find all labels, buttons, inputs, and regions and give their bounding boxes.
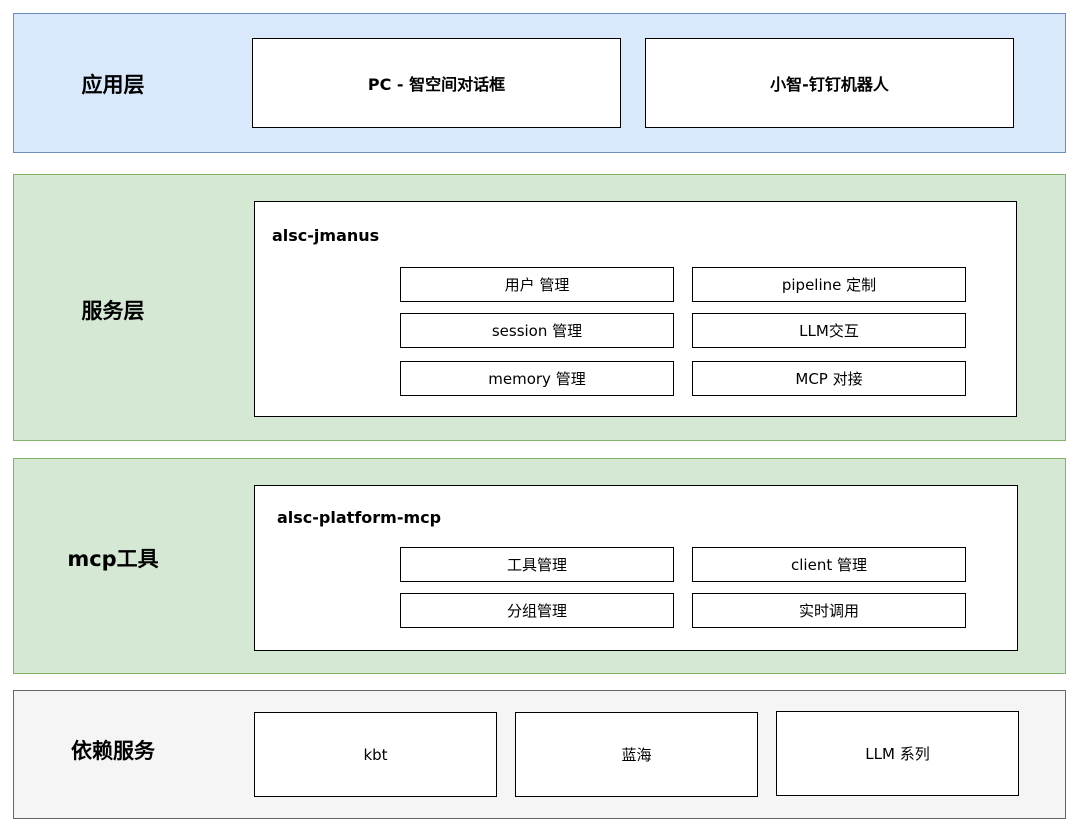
dependency-layer: 依赖服务 kbt 蓝海 LLM 系列	[13, 690, 1066, 819]
module-tool-management: 工具管理	[400, 547, 674, 582]
module-llm-interaction: LLM交互	[692, 313, 966, 348]
jmanus-container-title: alsc-jmanus	[272, 226, 380, 245]
module-pipeline-custom: pipeline 定制	[692, 267, 966, 302]
service-layer-title: 服务层	[81, 299, 145, 323]
application-layer: 应用层 PC - 智空间对话框 小智-钉钉机器人	[13, 13, 1066, 153]
app-item-pc-dialog: PC - 智空间对话框	[252, 38, 621, 128]
module-mcp-integration: MCP 对接	[692, 361, 966, 396]
platform-mcp-container-title: alsc-platform-mcp	[277, 508, 442, 527]
module-memory-management: memory 管理	[400, 361, 674, 396]
service-layer: 服务层 alsc-jmanus 用户 管理 pipeline 定制 sessio…	[13, 174, 1066, 441]
dep-item-kbt: kbt	[254, 712, 497, 797]
module-session-management: session 管理	[400, 313, 674, 348]
mcp-tools-layer: mcp工具 alsc-platform-mcp 工具管理 client 管理 分…	[13, 458, 1066, 674]
application-layer-title: 应用层	[81, 73, 145, 97]
dependency-layer-title: 依赖服务	[71, 739, 155, 763]
module-client-management: client 管理	[692, 547, 966, 582]
mcp-tools-layer-title: mcp工具	[67, 547, 159, 571]
platform-mcp-container: alsc-platform-mcp 工具管理 client 管理 分组管理 实时…	[254, 485, 1018, 651]
module-group-management: 分组管理	[400, 593, 674, 628]
dep-item-lanhai: 蓝海	[515, 712, 758, 797]
module-realtime-invoke: 实时调用	[692, 593, 966, 628]
dep-item-llm-series: LLM 系列	[776, 711, 1019, 796]
app-item-dingtalk-bot: 小智-钉钉机器人	[645, 38, 1014, 128]
jmanus-container: alsc-jmanus 用户 管理 pipeline 定制 session 管理…	[254, 201, 1017, 417]
module-user-management: 用户 管理	[400, 267, 674, 302]
